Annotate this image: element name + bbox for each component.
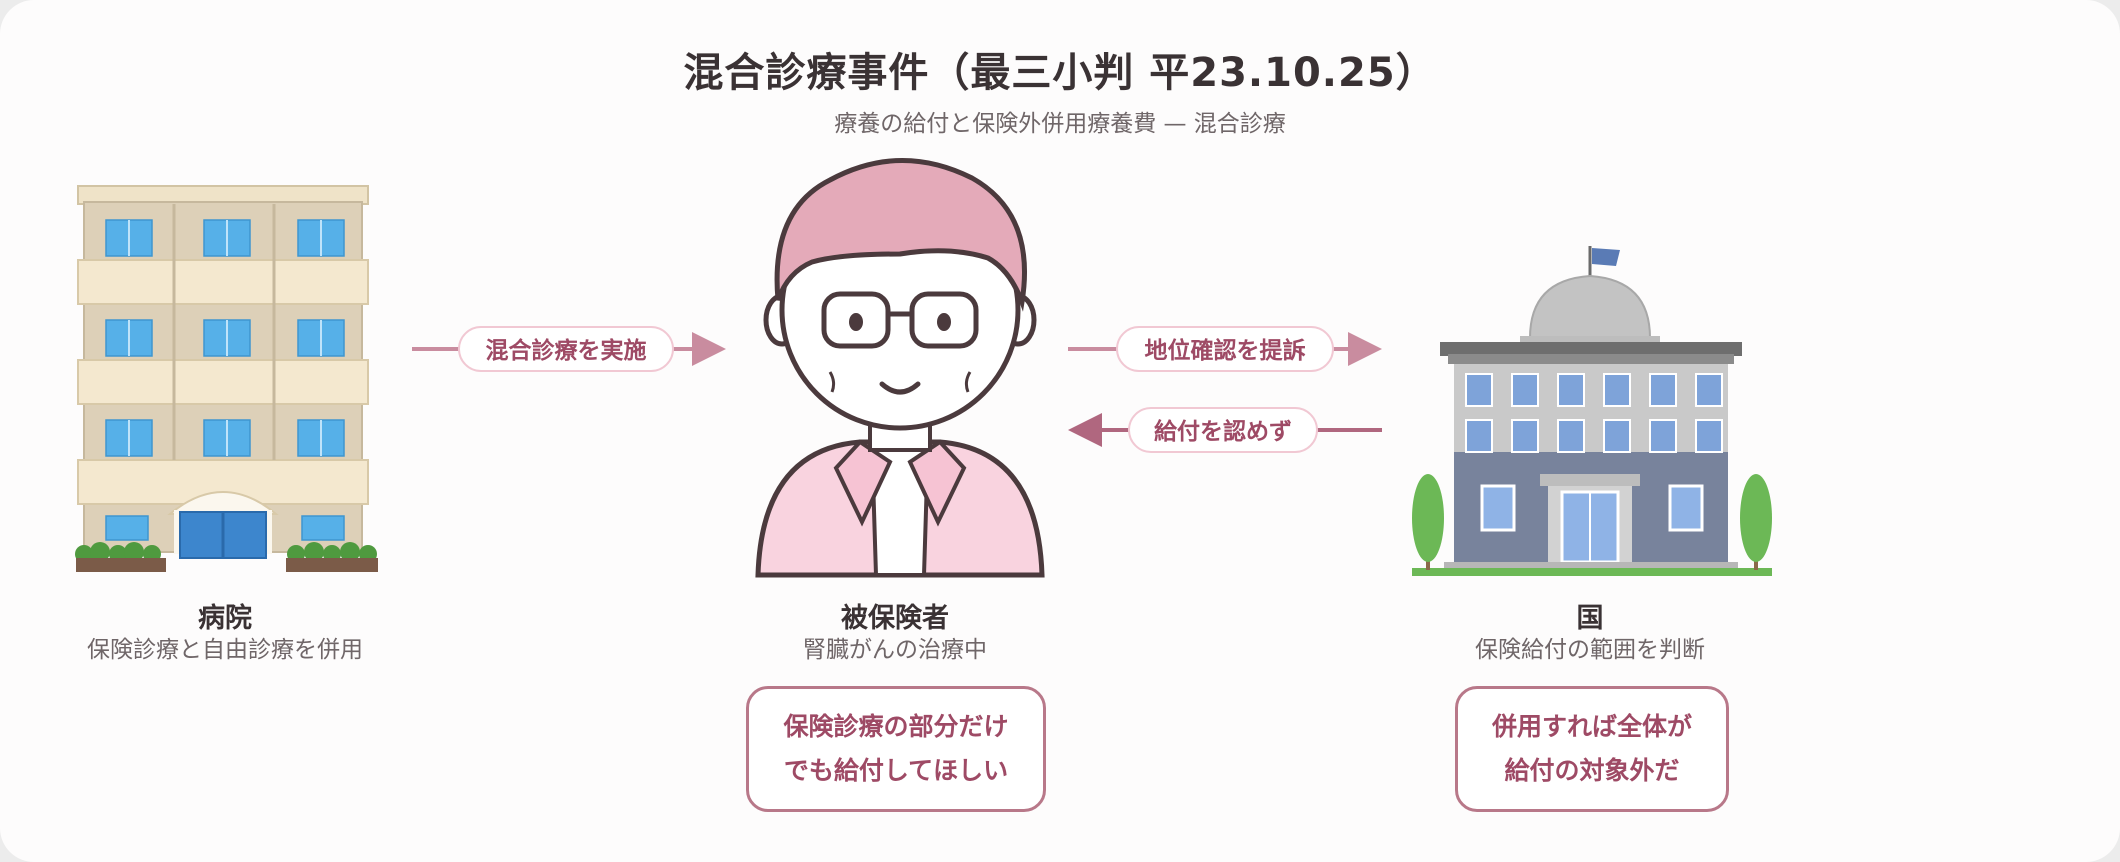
patient-name: 被保険者 xyxy=(841,603,949,634)
patient-person-icon xyxy=(755,158,1045,578)
patient-bubble-line-1: 保険診療の部分だけ xyxy=(783,712,1009,741)
arrow-label-state-to-patient: 給付を認めず xyxy=(1128,407,1318,453)
government-building-icon xyxy=(1412,246,1772,576)
arrow-label-patient-to-state: 地位確認を提訴 xyxy=(1116,326,1334,372)
hospital-name: 病院 xyxy=(198,603,252,634)
arrow-label-hospital-to-patient: 混合診療を実施 xyxy=(458,326,674,372)
state-speech-bubble: 併用すれば全体が 給付の対象外だ xyxy=(1455,686,1729,812)
hospital-building-icon xyxy=(75,185,378,572)
state-name: 国 xyxy=(1576,603,1604,634)
state-description: 保険給付の範囲を判断 xyxy=(1475,637,1705,663)
patient-description: 腎臓がんの治療中 xyxy=(803,637,987,663)
patient-bubble-line-2: でも給付してほしい xyxy=(783,756,1009,785)
patient-speech-bubble: 保険診療の部分だけ でも給付してほしい xyxy=(746,686,1046,812)
state-bubble-line-2: 給付の対象外だ xyxy=(1504,756,1680,785)
hospital-description: 保険診療と自由診療を併用 xyxy=(87,637,363,663)
diagram-subtitle: 療養の給付と保険外併用療養費 — 混合診療 xyxy=(834,111,1286,137)
diagram-title: 混合診療事件（最三小判 平23.10.25） xyxy=(683,50,1437,96)
state-bubble-line-1: 併用すれば全体が xyxy=(1491,712,1692,741)
